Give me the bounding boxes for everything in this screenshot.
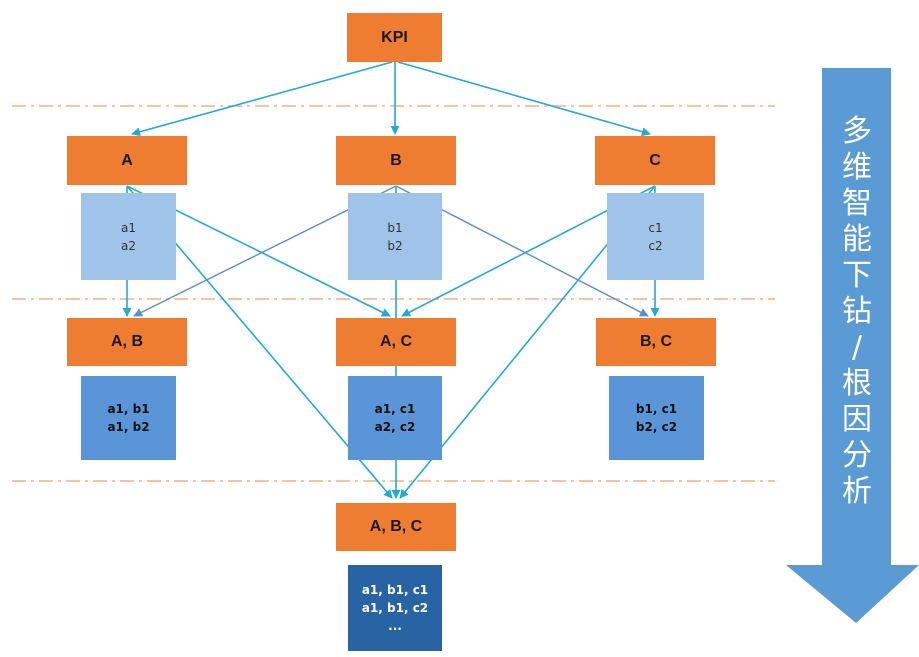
node-abc: A, B, C [336, 503, 456, 551]
label-char: 能 [842, 222, 872, 257]
node-kpi: KPI [347, 13, 442, 62]
label-char: 钻 [842, 294, 872, 329]
value-line: b2 [387, 238, 403, 253]
node-bc: B, C [596, 318, 716, 366]
edge-kpi-a [131, 61, 393, 137]
edge-kpi-c [397, 61, 651, 137]
value-line: a1, b1 [107, 402, 150, 416]
node-b: B [336, 136, 456, 185]
value-line: a2 [121, 238, 136, 253]
values-box-abc: a1, b1, c1 a1, b1, c2 ... [348, 565, 442, 651]
label-char: 因 [842, 402, 872, 437]
value-line: c2 [648, 238, 663, 253]
values-box-ac: a1, c1 a2, c2 [348, 376, 442, 460]
drill-down-arrow-icon [786, 68, 919, 623]
values-box-bc: b1, c1 b2, c2 [609, 376, 704, 460]
label-char: 分 [842, 438, 872, 473]
value-line: ... [388, 619, 402, 633]
value-line: b1 [387, 220, 403, 235]
label-char: 下 [842, 258, 872, 293]
label-char: 多 [842, 114, 872, 149]
node-ac: A, C [336, 318, 456, 366]
label-char: / [851, 330, 863, 365]
node-c: C [595, 136, 715, 185]
value-line: c1 [648, 220, 663, 235]
label-char: 维 [842, 150, 872, 185]
label-char: 智 [842, 186, 872, 221]
values-box-c: c1 c2 [607, 193, 704, 280]
value-line: a1, b1, c1 [361, 583, 429, 597]
value-line: b2, c2 [635, 420, 678, 434]
value-line: a1 [121, 220, 136, 235]
values-box-ab: a1, b1 a1, b2 [81, 376, 176, 460]
value-line: a1, b1, c2 [361, 601, 429, 615]
drill-down-label: 多 维 智 能 下 钻 / 根 因 分 析 [826, 114, 888, 510]
value-line: a2, c2 [374, 420, 416, 434]
value-line: a1, c1 [374, 402, 416, 416]
values-box-a: a1 a2 [81, 193, 176, 280]
label-char: 析 [842, 474, 872, 509]
value-line: a1, b2 [107, 420, 150, 434]
node-a: A [67, 136, 187, 185]
values-box-b: b1 b2 [348, 193, 442, 280]
label-char: 根 [842, 366, 872, 401]
value-line: b1, c1 [635, 402, 678, 416]
node-ab: A, B [67, 318, 187, 366]
